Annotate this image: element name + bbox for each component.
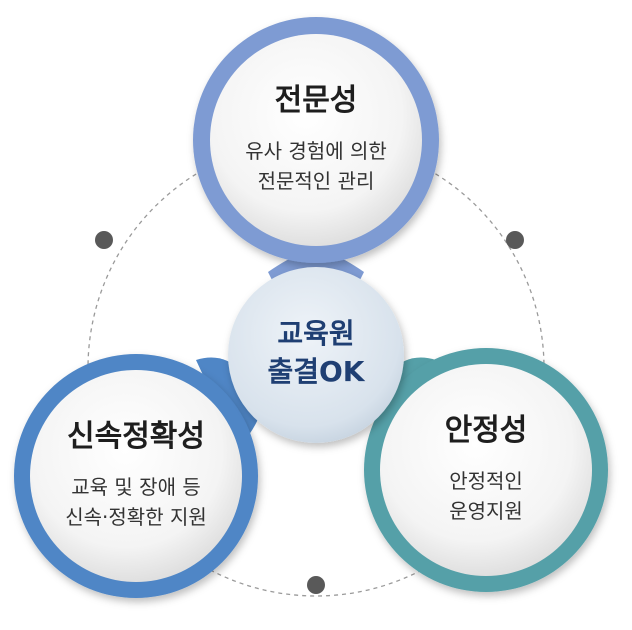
node-expertise-desc-line2: 전문적인 관리 bbox=[258, 169, 375, 193]
node-speed-accuracy-desc-line2: 신속·정확한 지원 bbox=[65, 505, 207, 529]
node-expertise-title: 전문성 bbox=[275, 83, 358, 118]
node-speed-accuracy: 신속정확성 교육 및 장애 등 신속·정확한 지원 bbox=[14, 354, 262, 598]
node-stability: 안정성 안정적인 운영지원 bbox=[364, 348, 608, 592]
node-stability-title: 안정성 bbox=[445, 413, 528, 448]
node-expertise-disc bbox=[210, 34, 422, 246]
orbit-dot-left bbox=[95, 231, 113, 249]
center-hub-line2: 출결OK bbox=[267, 355, 365, 388]
center-hub-disc bbox=[228, 267, 404, 443]
node-stability-desc-line1: 안정적인 bbox=[449, 469, 523, 493]
node-stability-desc-line2: 운영지원 bbox=[449, 499, 523, 523]
node-speed-accuracy-title: 신속정확성 bbox=[67, 419, 205, 454]
orbit-dot-right bbox=[506, 231, 524, 249]
node-expertise: 전문성 유사 경험에 의한 전문적인 관리 bbox=[193, 17, 439, 300]
orbit-dot-bottom bbox=[307, 576, 325, 594]
node-speed-accuracy-desc-line1: 교육 및 장애 등 bbox=[71, 475, 200, 499]
node-stability-disc bbox=[380, 364, 592, 576]
center-hub-line1: 교육원 bbox=[277, 317, 354, 350]
node-expertise-desc-line1: 유사 경험에 의한 bbox=[245, 139, 387, 163]
node-speed-accuracy-disc bbox=[30, 370, 242, 582]
center-hub: 교육원 출결OK bbox=[228, 267, 404, 443]
